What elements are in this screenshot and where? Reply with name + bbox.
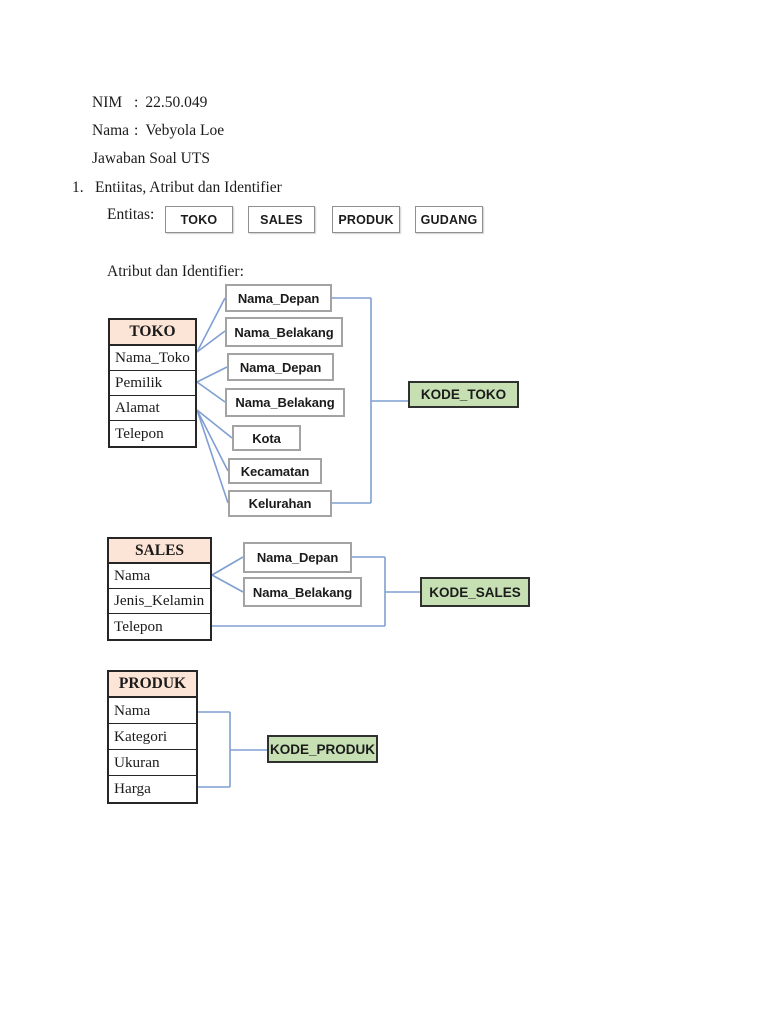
attribute-box: Nama_Depan	[243, 542, 352, 573]
table-row: Pemilik	[110, 371, 195, 396]
table-row: Alamat	[110, 396, 195, 421]
table-row: Ukuran	[109, 750, 196, 776]
nim-label: NIM	[92, 94, 123, 111]
sales-table-header: SALES	[109, 539, 210, 564]
connector-line	[196, 409, 229, 504]
attribute-box: Kelurahan	[228, 490, 332, 517]
nim-separator: :	[134, 94, 139, 111]
attributes-label: Atribut dan Identifier:	[107, 263, 244, 280]
connector-line	[211, 574, 244, 593]
entity-box-produk: PRODUK	[332, 206, 400, 233]
sales-entity-table: SALES Nama Jenis_Kelamin Telepon	[107, 537, 212, 641]
connector-line	[196, 297, 226, 353]
identifier-box-kode-sales: KODE_SALES	[420, 577, 530, 607]
attribute-box: Kota	[232, 425, 301, 451]
entity-box-gudang: GUDANG	[415, 206, 483, 233]
produk-entity-table: PRODUK Nama Kategori Ukuran Harga	[107, 670, 198, 804]
connector-line	[196, 330, 226, 353]
entity-box-sales: SALES	[248, 206, 315, 233]
connector-line	[196, 381, 226, 403]
table-row: Nama	[109, 698, 196, 724]
question-title: Entiitas, Atribut dan Identifier	[95, 179, 282, 196]
toko-table-header: TOKO	[110, 320, 195, 346]
connector-line	[211, 556, 244, 576]
entities-label: Entitas:	[107, 206, 155, 223]
question-number: 1.	[72, 179, 84, 196]
attribute-box: Nama_Depan	[227, 353, 334, 381]
name-separator: :	[134, 122, 139, 139]
attribute-box: Kecamatan	[228, 458, 322, 484]
attribute-box: Nama_Belakang	[225, 388, 345, 417]
connector-line	[196, 409, 229, 472]
table-row: Kategori	[109, 724, 196, 750]
table-row: Jenis_Kelamin	[109, 589, 210, 614]
produk-table-header: PRODUK	[109, 672, 196, 698]
table-row: Telepon	[114, 617, 163, 635]
toko-entity-table: TOKO Nama_Toko Pemilik Alamat Telepon	[108, 318, 197, 448]
table-row: Nama_Toko	[110, 346, 195, 371]
attribute-box: Nama_Belakang	[225, 317, 343, 347]
attribute-box: Nama_Belakang	[243, 577, 362, 607]
table-row: Telepon	[115, 424, 164, 442]
name-value: Vebyola Loe	[145, 122, 225, 139]
name-line: Nama: Vebyola Loe	[92, 122, 224, 140]
table-row: Harga	[114, 780, 151, 797]
attribute-box: Nama_Depan	[225, 284, 332, 312]
nim-value: 22.50.049	[145, 94, 208, 111]
table-row: Nama	[109, 564, 210, 589]
connector-line	[196, 366, 228, 383]
entity-box-toko: TOKO	[165, 206, 233, 233]
subtitle: Jawaban Soal UTS	[92, 150, 210, 167]
identifier-box-kode-toko: KODE_TOKO	[408, 381, 519, 408]
nim-line: NIM:22.50.049	[92, 94, 207, 112]
identifier-box-kode-produk: KODE_PRODUK	[267, 735, 378, 763]
name-label: Nama	[92, 122, 130, 139]
